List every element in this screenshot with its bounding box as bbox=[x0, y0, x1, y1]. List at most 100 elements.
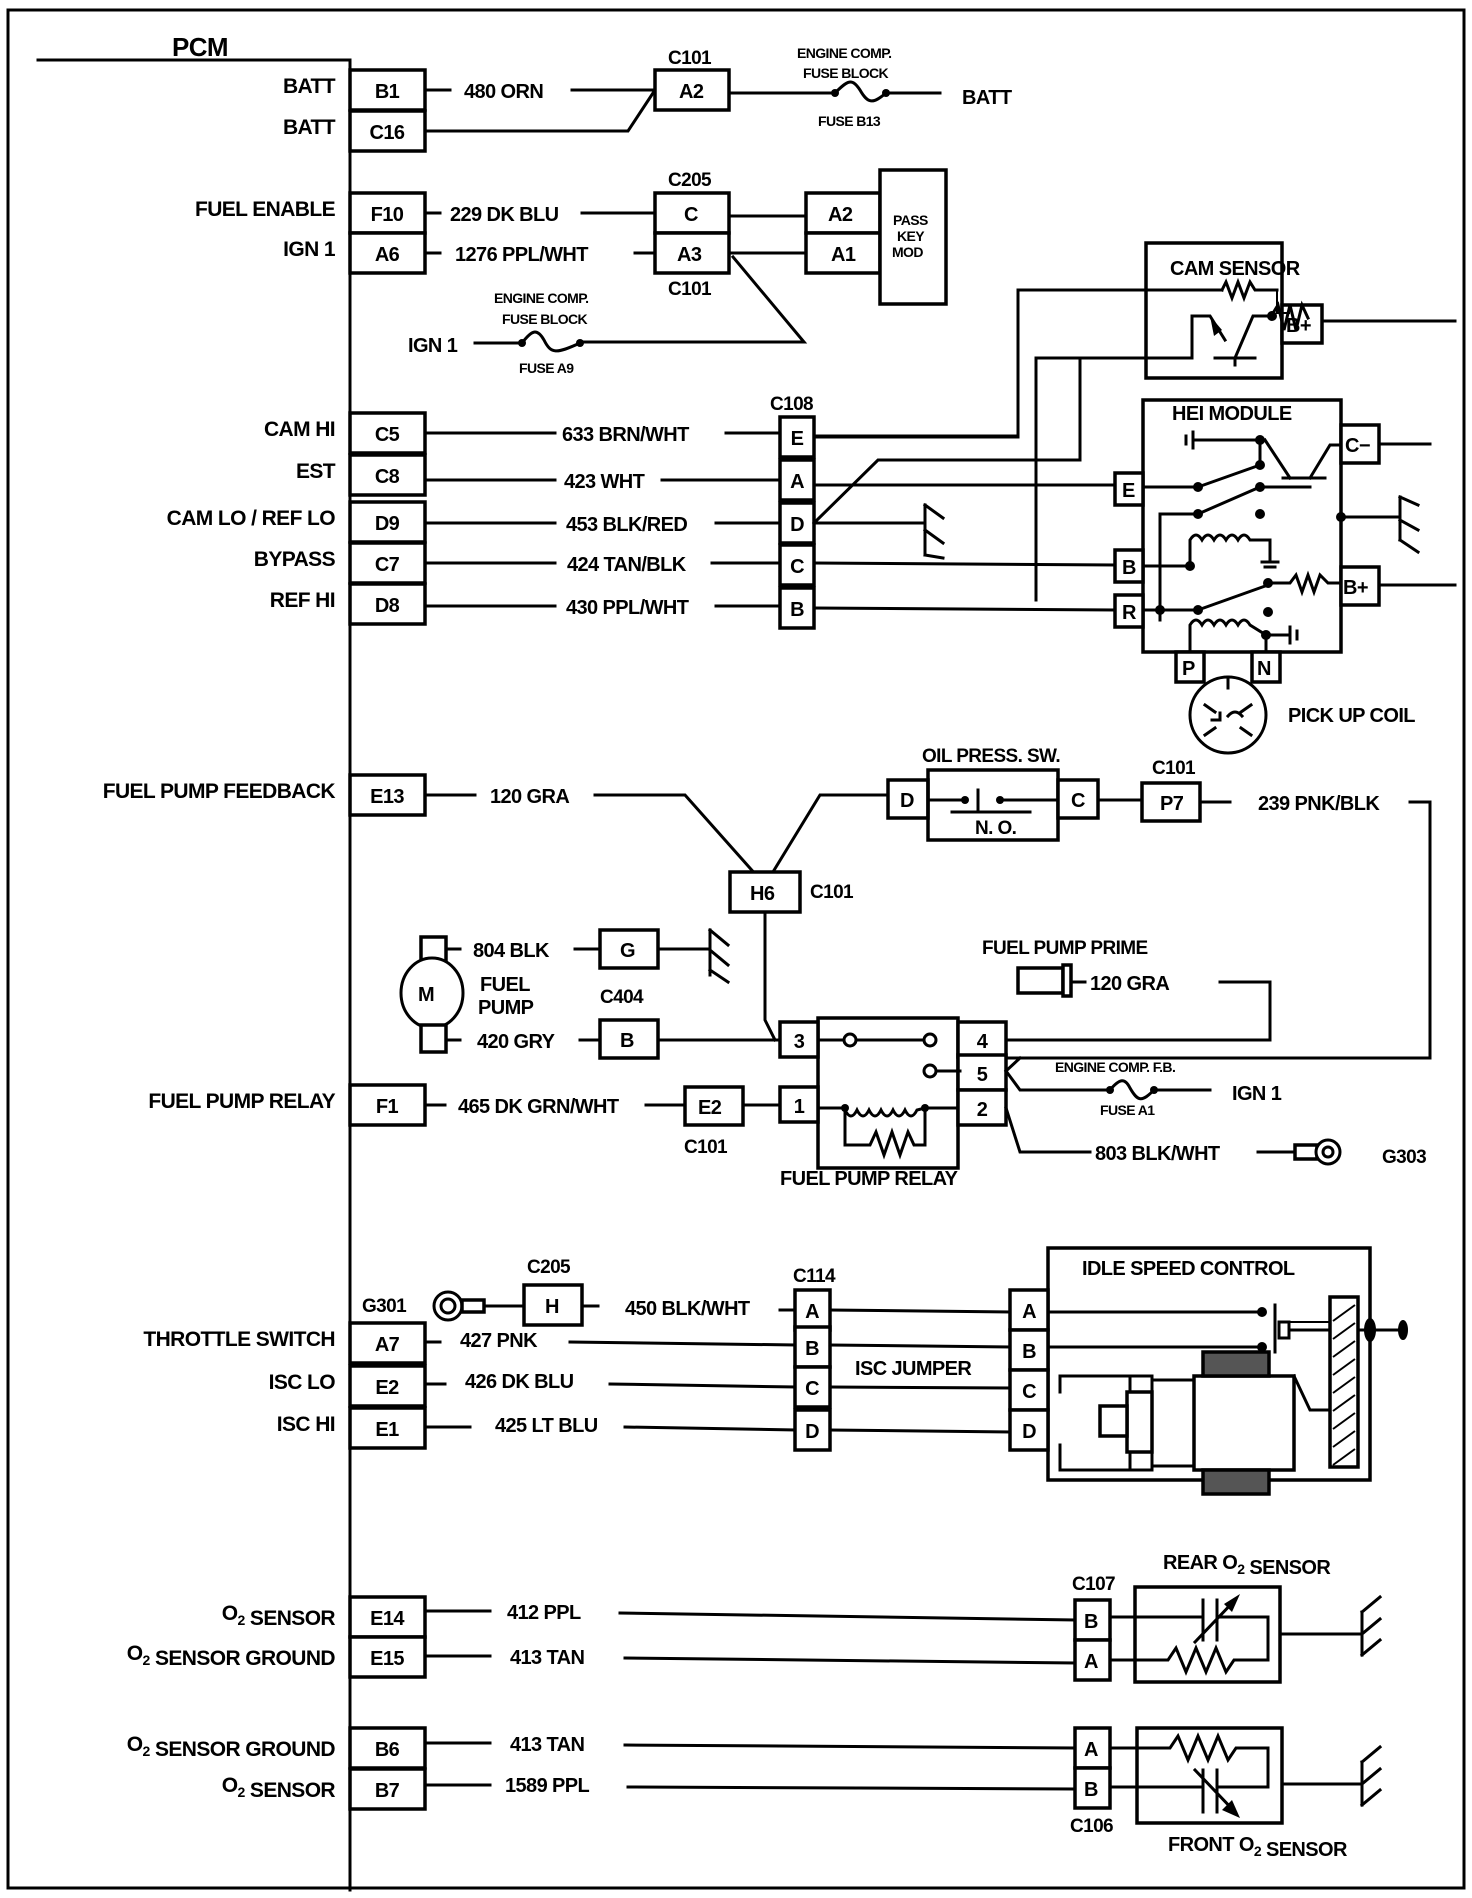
ground-icon bbox=[922, 502, 946, 560]
pcm-pin-id: E1 bbox=[375, 1419, 399, 1441]
pcm-pin-label: ISC HI bbox=[277, 1413, 335, 1436]
pcm-pin-label: EST bbox=[296, 460, 336, 483]
svg-text:A: A bbox=[1084, 1739, 1098, 1761]
pcm-pin-id: B6 bbox=[375, 1739, 400, 1761]
o2-sensor-circuit: 412 PPL 413 TAN 413 TAN 1589 PPL REAR O2… bbox=[423, 1552, 1383, 1861]
svg-text:B: B bbox=[1022, 1341, 1036, 1363]
svg-text:C205: C205 bbox=[527, 1257, 571, 1278]
pcm-pin-label: BATT bbox=[283, 116, 336, 139]
pcm-pin-id: F10 bbox=[371, 204, 404, 226]
svg-text:804 BLK: 804 BLK bbox=[473, 940, 550, 962]
svg-text:C101: C101 bbox=[668, 279, 712, 300]
connector-c108-pin bbox=[778, 458, 816, 502]
svg-text:MOD: MOD bbox=[892, 244, 923, 260]
svg-text:413 TAN: 413 TAN bbox=[510, 1647, 585, 1669]
svg-text:C205: C205 bbox=[668, 170, 712, 191]
pcm-pin-label: FUEL PUMP FEEDBACK bbox=[103, 780, 336, 803]
connector-label-c101: C101 bbox=[668, 48, 712, 69]
svg-text:633 BRN/WHT: 633 BRN/WHT bbox=[562, 424, 689, 446]
pcm-pin-label: FUEL PUMP RELAY bbox=[148, 1090, 335, 1113]
svg-text:B: B bbox=[1084, 1611, 1098, 1633]
connector-c205-c bbox=[653, 191, 731, 235]
connector-c108-pin bbox=[778, 415, 816, 459]
pcm-pin-label: O2 SENSOR GROUND bbox=[127, 1733, 336, 1761]
svg-text:C101: C101 bbox=[810, 882, 854, 903]
svg-text:1589 PPL: 1589 PPL bbox=[505, 1775, 590, 1797]
svg-text:A3: A3 bbox=[677, 244, 702, 266]
svg-text:C: C bbox=[1071, 790, 1085, 812]
svg-text:FUEL PUMP RELAY: FUEL PUMP RELAY bbox=[780, 1168, 959, 1190]
svg-text:A: A bbox=[1084, 1651, 1098, 1673]
pcm-pin-id: E14 bbox=[370, 1608, 405, 1630]
pcm-pin-box bbox=[348, 1767, 427, 1811]
connector-c101-p7 bbox=[1140, 781, 1202, 823]
svg-text:B: B bbox=[1084, 1779, 1098, 1801]
svg-text:803 BLK/WHT: 803 BLK/WHT bbox=[1095, 1143, 1220, 1165]
svg-text:E2: E2 bbox=[698, 1097, 722, 1119]
svg-text:413 TAN: 413 TAN bbox=[510, 1734, 585, 1756]
svg-text:5: 5 bbox=[977, 1064, 988, 1086]
svg-text:N: N bbox=[1257, 658, 1271, 680]
svg-text:ISC JUMPER: ISC JUMPER bbox=[855, 1358, 972, 1380]
svg-text:H: H bbox=[545, 1296, 559, 1318]
svg-text:B: B bbox=[790, 599, 804, 621]
svg-text:PASS: PASS bbox=[893, 212, 928, 228]
svg-text:IGN 1: IGN 1 bbox=[408, 335, 458, 357]
svg-text:430 PPL/WHT: 430 PPL/WHT bbox=[566, 597, 689, 619]
pcm-pin-label: FUEL ENABLE bbox=[195, 198, 336, 221]
svg-text:REAR O2 SENSOR: REAR O2 SENSOR bbox=[1163, 1552, 1331, 1579]
svg-text:B: B bbox=[620, 1030, 634, 1052]
pcm-pin-id: C7 bbox=[375, 554, 400, 576]
svg-text:C: C bbox=[1022, 1381, 1036, 1403]
connector-c108-pin bbox=[778, 586, 816, 630]
ground-icon bbox=[1397, 495, 1421, 555]
pcm-pin-id: B7 bbox=[375, 1780, 400, 1802]
magnet-top bbox=[1201, 1350, 1271, 1378]
pcm-pin-id: E15 bbox=[370, 1648, 404, 1670]
svg-text:4: 4 bbox=[977, 1031, 989, 1053]
svg-text:FUEL PUMP PRIME: FUEL PUMP PRIME bbox=[982, 938, 1148, 959]
pcm-pin-box bbox=[348, 68, 427, 112]
svg-text:ENGINE COMP.: ENGINE COMP. bbox=[797, 45, 891, 61]
pcm-pin-id: C5 bbox=[375, 424, 400, 446]
svg-text:1276 PPL/WHT: 1276 PPL/WHT bbox=[455, 244, 588, 266]
svg-text:424 TAN/BLK: 424 TAN/BLK bbox=[567, 554, 687, 576]
pcm-pin-label: O2 SENSOR bbox=[222, 1602, 336, 1630]
svg-text:G: G bbox=[620, 940, 635, 962]
svg-text:CAM SENSOR: CAM SENSOR bbox=[1170, 258, 1301, 280]
svg-text:PUMP: PUMP bbox=[478, 997, 534, 1019]
svg-text:M: M bbox=[418, 984, 434, 1006]
svg-text:FUSE BLOCK: FUSE BLOCK bbox=[803, 65, 888, 81]
pcm-pin-box bbox=[348, 231, 427, 275]
connector-c404-b bbox=[598, 1018, 660, 1060]
connector-c108-pin bbox=[778, 543, 816, 587]
svg-text:C−: C− bbox=[1345, 435, 1370, 457]
fuel-pump-motor-icon: M bbox=[399, 935, 465, 1054]
svg-text:A2: A2 bbox=[828, 204, 853, 226]
svg-text:HEI MODULE: HEI MODULE bbox=[1172, 403, 1292, 425]
svg-text:229 DK BLU: 229 DK BLU bbox=[450, 204, 559, 226]
pcm-pin-label: BYPASS bbox=[254, 548, 336, 571]
front-o2-sensor bbox=[1135, 1726, 1284, 1825]
svg-text:B: B bbox=[805, 1338, 819, 1360]
svg-text:G303: G303 bbox=[1382, 1147, 1426, 1168]
svg-text:C114: C114 bbox=[793, 1266, 836, 1287]
connector-c108-pin bbox=[778, 501, 816, 545]
svg-text:E: E bbox=[791, 428, 804, 450]
isc-plunger-hatched bbox=[1328, 1295, 1360, 1469]
passkey-module bbox=[878, 168, 948, 306]
svg-text:E: E bbox=[1122, 480, 1135, 502]
svg-text:450 BLK/WHT: 450 BLK/WHT bbox=[625, 1298, 750, 1320]
svg-text:IDLE SPEED CONTROL: IDLE SPEED CONTROL bbox=[1082, 1258, 1295, 1280]
svg-text:B+: B+ bbox=[1343, 577, 1368, 599]
svg-text:P: P bbox=[1182, 658, 1195, 680]
connector-c107-b bbox=[1073, 1598, 1112, 1642]
